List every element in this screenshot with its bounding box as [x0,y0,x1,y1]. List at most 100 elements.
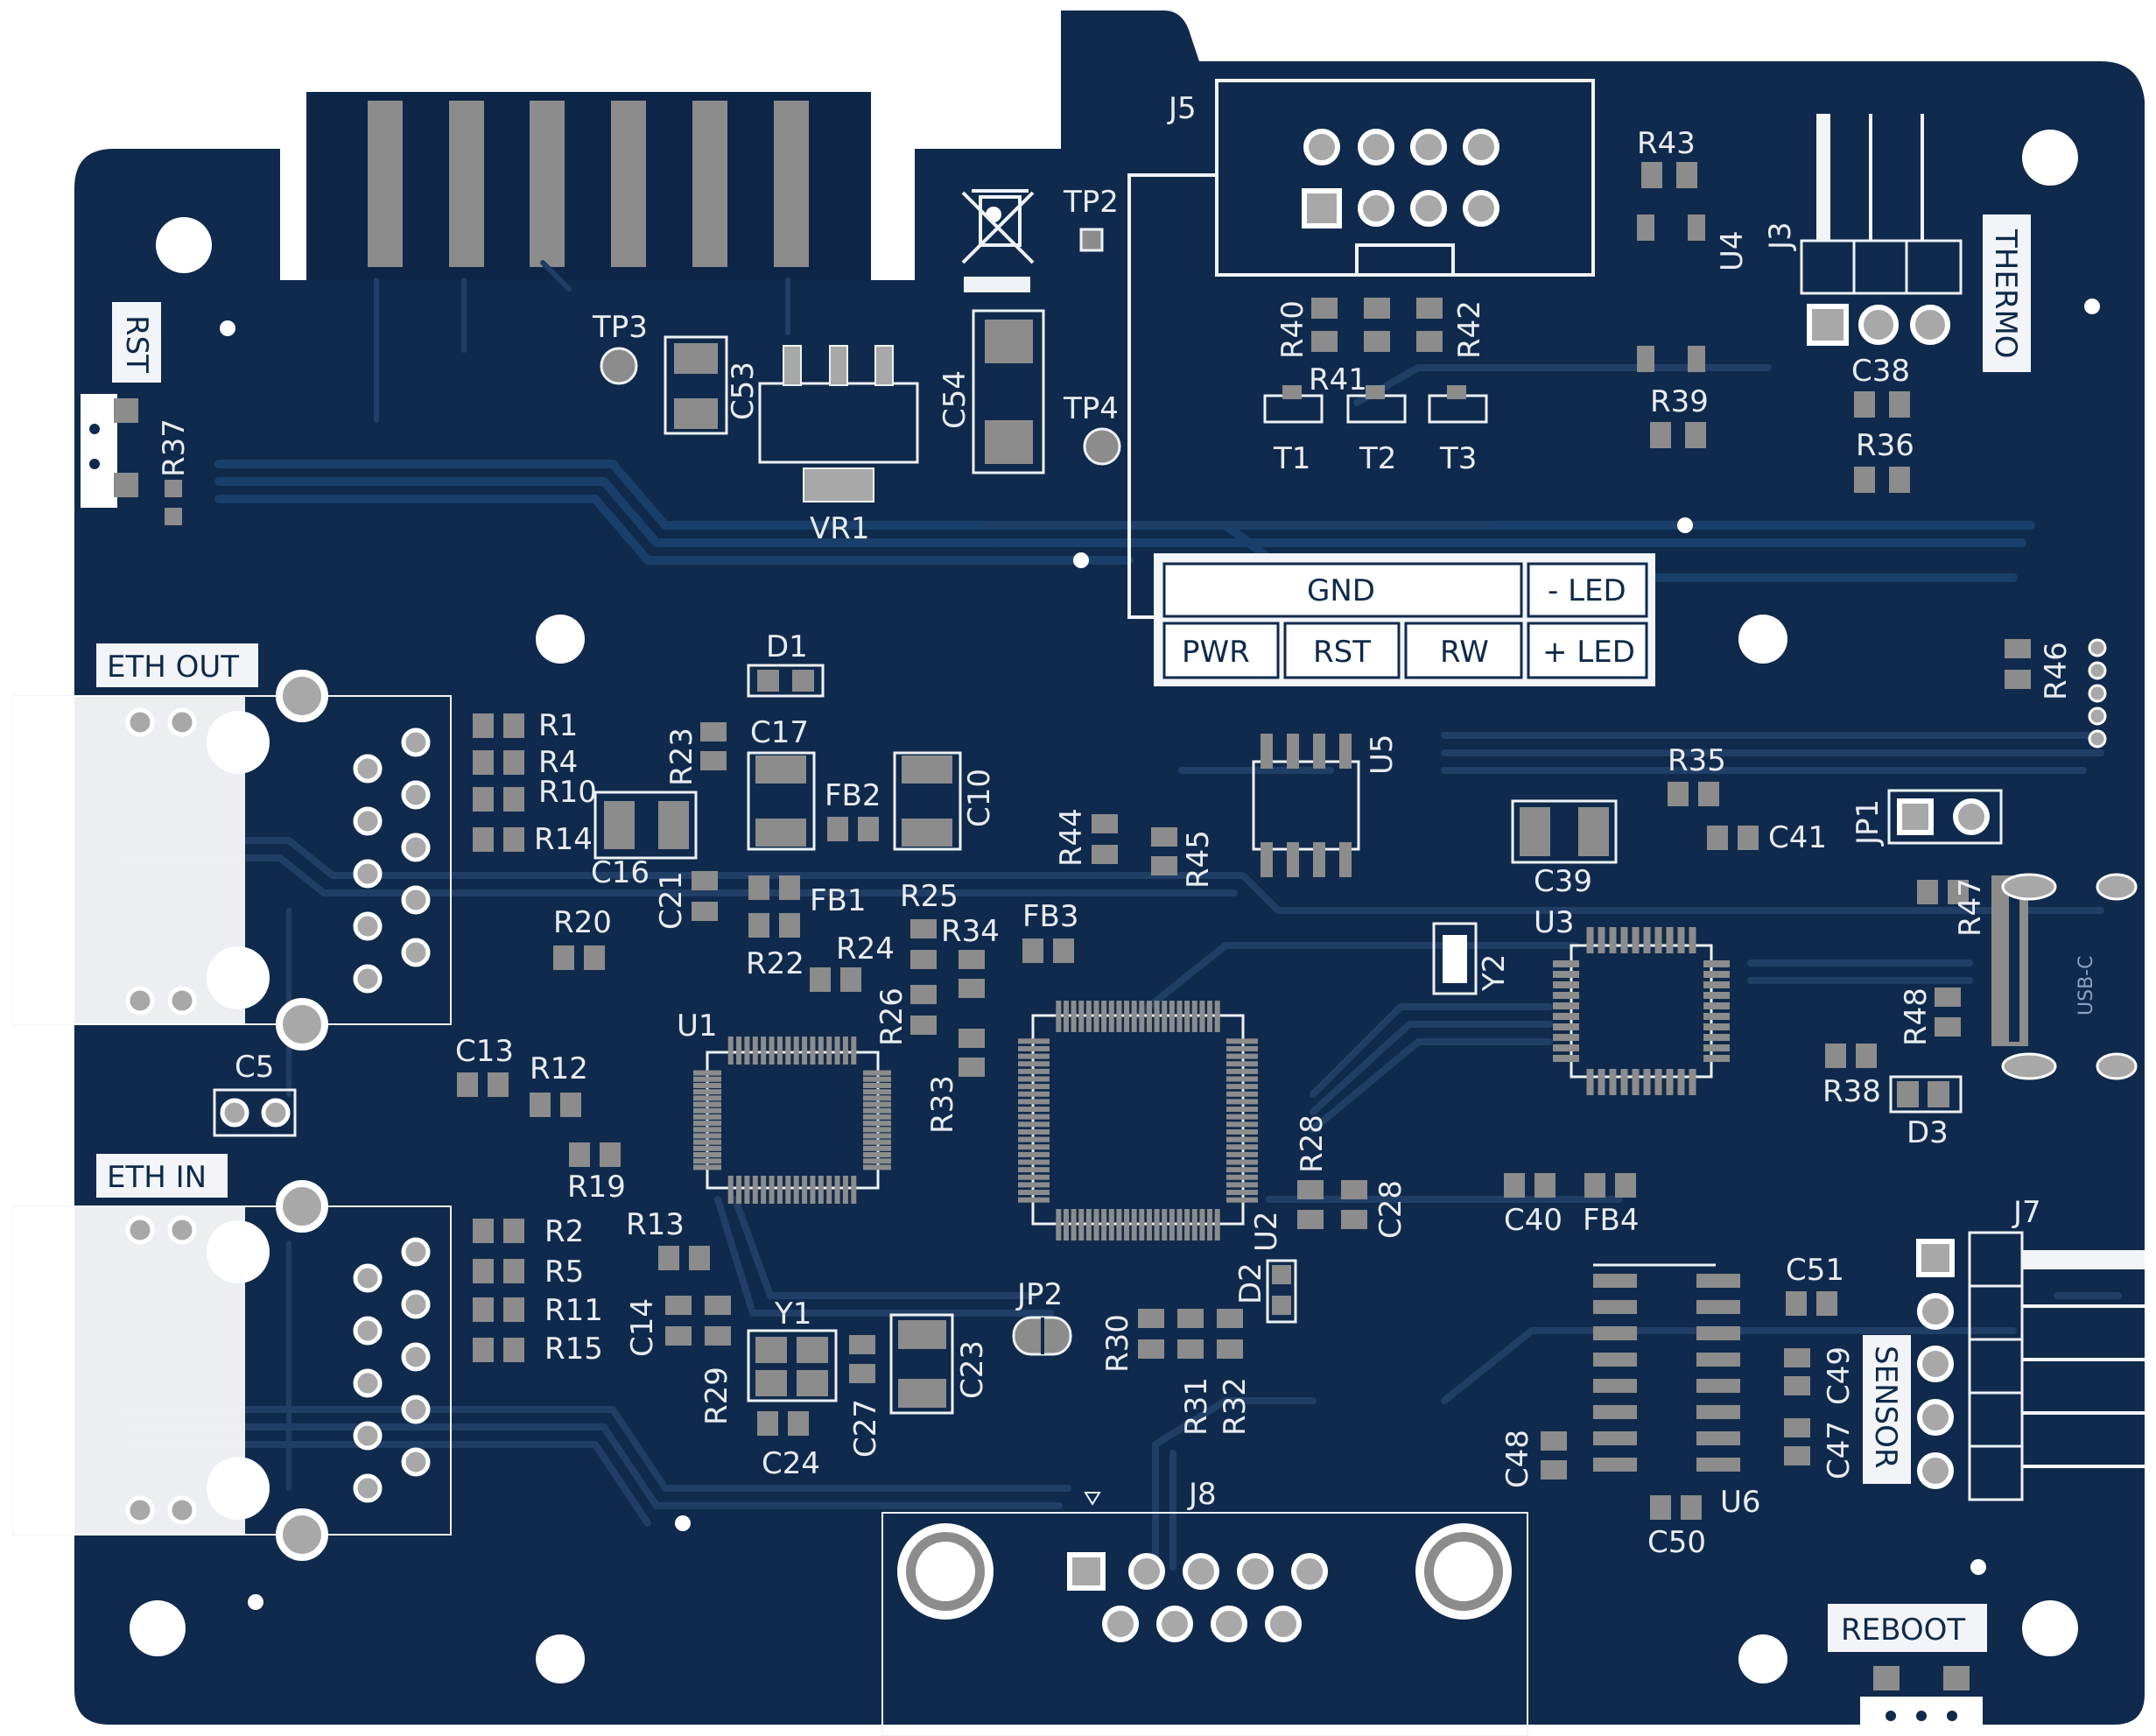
designator-r32: R32 [1218,1377,1253,1436]
fb2-footprint [827,817,879,841]
r35-footprint [1668,782,1719,806]
designator-r30: R30 [1100,1314,1135,1373]
designator-r36: R36 [1856,428,1914,463]
designator-r5: R5 [544,1255,584,1290]
designator-r14: R14 [534,822,593,857]
designator-r24: R24 [836,931,895,966]
designator-r28: R28 [1295,1114,1330,1173]
eth-in-jack [12,1180,452,1561]
designator-r38: R38 [1822,1074,1881,1109]
designator-vr1: VR1 [810,511,870,546]
designator-r22: R22 [746,946,804,981]
designator-r29: R29 [699,1367,734,1425]
sensor-label-box: SENSOR [1863,1335,1911,1484]
c24-footprint [757,1411,809,1436]
designator-r48: R48 [1899,987,1934,1046]
header-function-table: GND - LED PWR RST RW + LED [1154,553,1655,686]
mounting-holes [130,130,2078,1683]
thermo-label-box: THERMO [1983,214,2031,372]
r23-footprint [700,722,727,770]
c13-footprint [457,1072,509,1097]
r12-footprint [530,1093,581,1117]
designator-c47: C47 [1822,1421,1857,1479]
rst-label: RST [119,315,154,373]
designator-c38: C38 [1851,354,1910,389]
designator-c50: C50 [1647,1525,1706,1560]
designator-r31: R31 [1179,1377,1214,1436]
designator-u6: U6 [1720,1485,1761,1520]
c38-footprint [1854,391,1910,418]
c21-footprint [692,871,718,921]
designator-tp3: TP3 [592,310,648,345]
rst-button[interactable] [81,394,138,508]
eth-out-jack [12,670,452,1051]
designator-c27: C27 [848,1399,883,1458]
eth-out-label-box: ETH OUT [96,643,258,687]
eth-in-label: ETH IN [107,1160,207,1195]
edge-slot-left [280,149,306,280]
y2-crystal [1432,922,1478,995]
j8-db9-connector[interactable] [881,1492,1528,1736]
edge-connector-fingers [368,101,809,267]
r19-footprint [569,1142,621,1167]
designator-u2: U2 [1249,1211,1284,1252]
designator-y1: Y1 [774,1297,811,1332]
designator-c51: C51 [1786,1253,1844,1288]
designator-r47: R47 [1953,878,1988,937]
designator-u4: U4 [1715,230,1750,271]
designator-y2: Y2 [1477,954,1512,992]
designator-c16: C16 [591,855,650,890]
designator-r46: R46 [2039,642,2074,700]
jp2-solder-jumper[interactable] [1012,1316,1072,1356]
designator-tp2: TP2 [1063,185,1119,220]
rst-label-box: RST [112,302,161,383]
c28-footprint [1341,1180,1367,1229]
designator-r41: R41 [1309,362,1367,397]
r45-footprint [1151,827,1177,875]
c27-footprint [849,1335,875,1383]
designator-r43: R43 [1637,126,1696,161]
c48-footprint [1541,1431,1567,1479]
designator-jp2: JP2 [1015,1277,1063,1312]
designator-r37: R37 [157,418,192,477]
reboot-button[interactable] [1860,1666,1983,1732]
table-rw: RW [1440,635,1489,670]
r38-footprint [1825,1044,1877,1068]
jp1-jumper [1887,789,2003,845]
designator-j8: J8 [1187,1477,1217,1512]
j7-connector[interactable] [1916,1231,2145,1501]
designator-c41: C41 [1768,820,1827,855]
c10-footprint [893,751,962,851]
table-rst: RST [1313,635,1371,670]
designator-c48: C48 [1500,1430,1535,1488]
u3-chip [1553,927,1730,1095]
designator-c54: C54 [938,370,973,429]
c51-footprint [1786,1291,1837,1316]
vr1-regulator [758,345,919,503]
u4-footprint [1637,214,1705,372]
transistors [1263,385,1488,424]
reboot-label: REBOOT [1841,1613,1965,1648]
r24-footprint [810,967,861,992]
r36-footprint [1854,467,1910,493]
thermo-label: THERMO [1988,228,2023,359]
c47-c49-footprints [1784,1348,1810,1465]
designator-d1: D1 [766,629,808,664]
designator-c5: C5 [235,1050,274,1085]
r43-footprint [1641,162,1697,188]
eth-out-label: ETH OUT [107,650,239,685]
r28-footprint [1297,1180,1324,1229]
designator-j5: J5 [1167,91,1197,126]
table-minus-led: - LED [1548,573,1626,608]
designator-r33: R33 [925,1075,960,1134]
c5-footprint [213,1088,297,1137]
c23-footprint [889,1313,954,1415]
tp2-pad [1079,228,1104,252]
fb1-footprint [748,875,800,900]
usb-c-connector[interactable]: USB-C [1991,873,2138,1080]
designator-r25: R25 [900,879,959,914]
designator-r42: R42 [1452,300,1487,359]
tp3-pad [600,347,638,385]
c40-footprint [1504,1173,1556,1198]
d2-footprint [1266,1259,1297,1324]
